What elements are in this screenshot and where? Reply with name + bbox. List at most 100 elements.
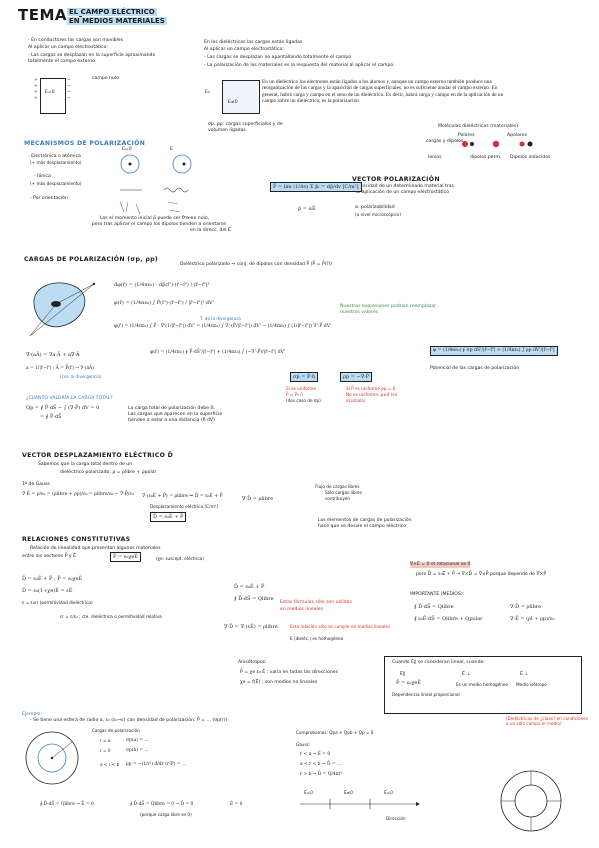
vector-pol-title: VECTOR POLARIZACIÓN bbox=[352, 176, 440, 183]
carga-total-question: ¿CUÁNTO VALDRÍA LA CARGA TOTAL? bbox=[26, 396, 113, 401]
example-sphere-diagram bbox=[25, 731, 79, 785]
cargas-pol-desc: Dieléctrico polarizado ⇒ conj. de dipolo… bbox=[180, 262, 332, 267]
final-potential-box: φ = (1/4πε₀) ∮ σp dS'/|r̄−r̄'| + (1/4πε₀… bbox=[430, 346, 558, 356]
desplazamiento-box: D̄ = ε₀Ē + P̄ bbox=[150, 512, 187, 522]
importante-f4: ∇·Ē = (ρl + ρp)/ε₀ bbox=[510, 616, 555, 622]
example-r2: r = 0 bbox=[100, 748, 111, 753]
final-potential-note: Potencial de las cargas de polarización bbox=[430, 366, 520, 371]
alpha-sub: (a nivel microscópico) bbox=[355, 212, 401, 217]
desplazamiento-f3: Desplazamiento eléctrico [C/m²] bbox=[150, 504, 218, 509]
desplazamiento-title: VECTOR DESPLAZAMIENTO ELÉCTRICO D̄ bbox=[22, 452, 174, 459]
vector-pol-desc: la aplicación de un campo electrostático bbox=[356, 190, 449, 195]
page-subtitle-line1: EL CAMPO ELÉCTRICO bbox=[67, 8, 157, 16]
intro-left-line: - En conductores las cargas son movibles bbox=[28, 38, 124, 43]
example-e-r: r < a → Ē = 0 bbox=[300, 752, 331, 757]
example-bottom3: Ē = 0 bbox=[230, 802, 243, 807]
e-axis-label-2: Ē≠0 bbox=[344, 790, 353, 795]
conductor-diagram bbox=[40, 78, 66, 114]
intro-right-line: - La polarización de los materiales es l… bbox=[204, 63, 395, 68]
dielectric-field: E≠0 bbox=[228, 100, 238, 105]
constitutivas-f2: D̄ = ε₀(1+χe)Ē = εĒ bbox=[22, 588, 73, 594]
mechanism-item: - Iónica bbox=[34, 174, 51, 179]
desplazamiento-f2: ∇·(ε₀Ē + P̄) = ρlibre ⇒ D̄ = ε₀Ē + P̄ bbox=[142, 494, 223, 499]
intro-left-line: totalmente el campo externo bbox=[28, 59, 95, 64]
sigma-note: (dos caso de σp) bbox=[286, 398, 321, 403]
ley-gauss-label: 1ª de Gauss bbox=[22, 482, 50, 487]
flujo-note: contribuyen bbox=[325, 496, 351, 501]
mech-e-label: E bbox=[170, 147, 173, 152]
molecules-title: Moléculas dieléctricas (materiales) bbox=[438, 124, 519, 129]
phi-formula-1: dφ(r̄) = (1/4πε₀) · dp̄(r̄')·(r̄−r̄') / … bbox=[114, 282, 210, 288]
iso-2: χe = f(Ē) ; son medios no lineales bbox=[240, 680, 318, 685]
sigma-note: Si es uniforme bbox=[286, 386, 317, 391]
e-axis-label-1: Ē=0 bbox=[304, 790, 313, 795]
lineal-red-note: en medios lineales bbox=[280, 607, 323, 612]
constitutivas-box-note: (χe: suscept. eléctrica) bbox=[156, 556, 204, 561]
rho-note: Si P̄ es uniforme ρp = 0 bbox=[346, 386, 396, 391]
mechanism-item: (+ más desplazamiento) bbox=[30, 181, 82, 186]
example-cargas: Cargas de polarización bbox=[92, 728, 140, 733]
importante-title: IMPORTANTE (MEDIOS): bbox=[410, 592, 465, 597]
carga-total-f2: = ∮ P̄·dS̄ bbox=[40, 414, 62, 420]
mechanism-item: - Por orientación bbox=[30, 196, 68, 201]
conductor-charges-plus: ++++ bbox=[34, 78, 38, 101]
constitutivas-f3: ε = ε₀εr (permitividad dieléctrica) bbox=[22, 600, 93, 605]
constitutivas-f1: D̄ = ε₀Ē + P̄ ; P̄ = ε₀χeĒ bbox=[22, 576, 83, 582]
molecule-icons bbox=[462, 140, 533, 148]
vector-pol-formula: P̄ = lim (1/Δv) Σ p̄ᵢ = dp̄/dv [C/m²] bbox=[270, 182, 362, 192]
desplazamiento-note: hace que se desvíe el campo eléctrico bbox=[318, 524, 407, 529]
page-subtitle-line2: EN MEDIOS MATERIALES bbox=[67, 17, 167, 25]
vector-identity-2: a = 1/|r̄−r̄'| ; Ā = P̄(r̄) → ∇·(aĀ) bbox=[26, 366, 94, 371]
mechanism-note: pero tras aplicar el campo los dipolos t… bbox=[92, 222, 227, 227]
intro-right-line: Al aplicar un campo electrostático: bbox=[204, 47, 284, 52]
rho-note: No es uniforme, ρ≠0 (se bbox=[346, 392, 398, 397]
rho-note: acumula) bbox=[346, 398, 366, 403]
molecules-cargas: cargas y dipolos bbox=[426, 139, 464, 144]
lineal-c2a: Ē ⊥ bbox=[462, 672, 471, 677]
example-gauss: Gauss: bbox=[296, 742, 311, 747]
rule-f2: Esta relación sólo se cumple en medios l… bbox=[290, 624, 391, 629]
example-desc: - Se tiene una esfera de radio a, ε₀ (ε₀… bbox=[30, 718, 228, 723]
rule-f3: E (dieléc.) es homogéneo bbox=[290, 636, 344, 641]
flujo-note: Sólo cargas libres bbox=[325, 490, 362, 495]
mechanisms-title: MECANISMOS DE POLARIZACIÓN bbox=[24, 140, 146, 147]
conductor-charges: −−−− bbox=[67, 78, 71, 101]
e-axis-diagram bbox=[300, 799, 420, 809]
importante-f1: ∮ D̄·dS̄ = Qlibre bbox=[414, 604, 454, 610]
iso-1: P̄ = χe ε₀ Ē : varía en todas las direcc… bbox=[240, 670, 339, 675]
example-bottom1: ∮ D̄·dS̄ = Qlibre → Ē = 0 bbox=[40, 802, 94, 807]
rho-p-box: ρp = −∇·P̄ bbox=[340, 372, 373, 382]
example-r1: r = a bbox=[100, 738, 111, 743]
carga-total-note: Las cargas que aparecen en la superficie bbox=[128, 412, 223, 417]
example-sig2: σp(b) = ... bbox=[126, 748, 149, 753]
campo-nulo-label: campo nulo bbox=[92, 76, 119, 81]
note-teorema: T. de la divergencia bbox=[200, 316, 241, 321]
constitutivas-title: RELACIONES CONSTITUTIVAS bbox=[22, 536, 131, 543]
sigma-p-box: σp = P̄·n̄ bbox=[290, 372, 319, 382]
example-bottom-note: (porque carga libre es 0) bbox=[140, 812, 192, 817]
mechanism-item: (+ más desplazamiento) bbox=[30, 160, 82, 165]
example-e-r3: r > b → D̄ = Q/4πr² bbox=[300, 772, 343, 777]
lineal-conditions-box bbox=[384, 656, 582, 714]
intro-left-line: Al aplicar un campo electrostático: bbox=[28, 45, 108, 50]
desplazamiento-f1: ∇·Ē = ρ/ε₀ = (ρlibre + ρp)/ε₀ = ρlibre/ε… bbox=[22, 492, 134, 497]
intro-left-line: - Las cargas se desplazan en la superfic… bbox=[28, 53, 156, 58]
molecules-polar: Polares bbox=[458, 133, 475, 138]
lineal-c3a: Ē ⊥ bbox=[520, 672, 529, 677]
intro-right-line: En los dieléctricos las cargas están lig… bbox=[204, 40, 303, 45]
lineal-c2b: Es un medio homogéneo bbox=[456, 682, 509, 687]
d-eq-2: ∮ D̄·dS̄ = Qlibre bbox=[234, 596, 274, 602]
example-r3: a < r < b bbox=[100, 762, 120, 767]
vector-pol-p-eq: p̄ = αĒ bbox=[298, 206, 316, 212]
importante-f3: ∇·D̄ = ρlibre bbox=[510, 604, 542, 610]
polarization-diagram bbox=[119, 154, 193, 219]
note-green: Nuestras expresiones podrían reemplazar … bbox=[340, 304, 437, 315]
lineal-c1c: Dependencia lineal proporcional bbox=[392, 692, 460, 697]
mechanism-note: Los el momento inicial p̄ puede ser 0 o … bbox=[100, 216, 210, 221]
example-rho: ρp = −(1/r²) d/dr (r²P) = ... bbox=[126, 762, 186, 767]
dielectric-blob-diagram bbox=[29, 282, 96, 337]
rule-f1: ∇·D̄ = ∇·(εĒ) = ρlibre bbox=[224, 624, 278, 630]
carga-total-note: La carga total de polarización debe 0. bbox=[128, 406, 215, 411]
molecules-apolar: Apolares bbox=[507, 133, 527, 138]
alpha-label: α: polarizabilidad bbox=[355, 205, 395, 210]
